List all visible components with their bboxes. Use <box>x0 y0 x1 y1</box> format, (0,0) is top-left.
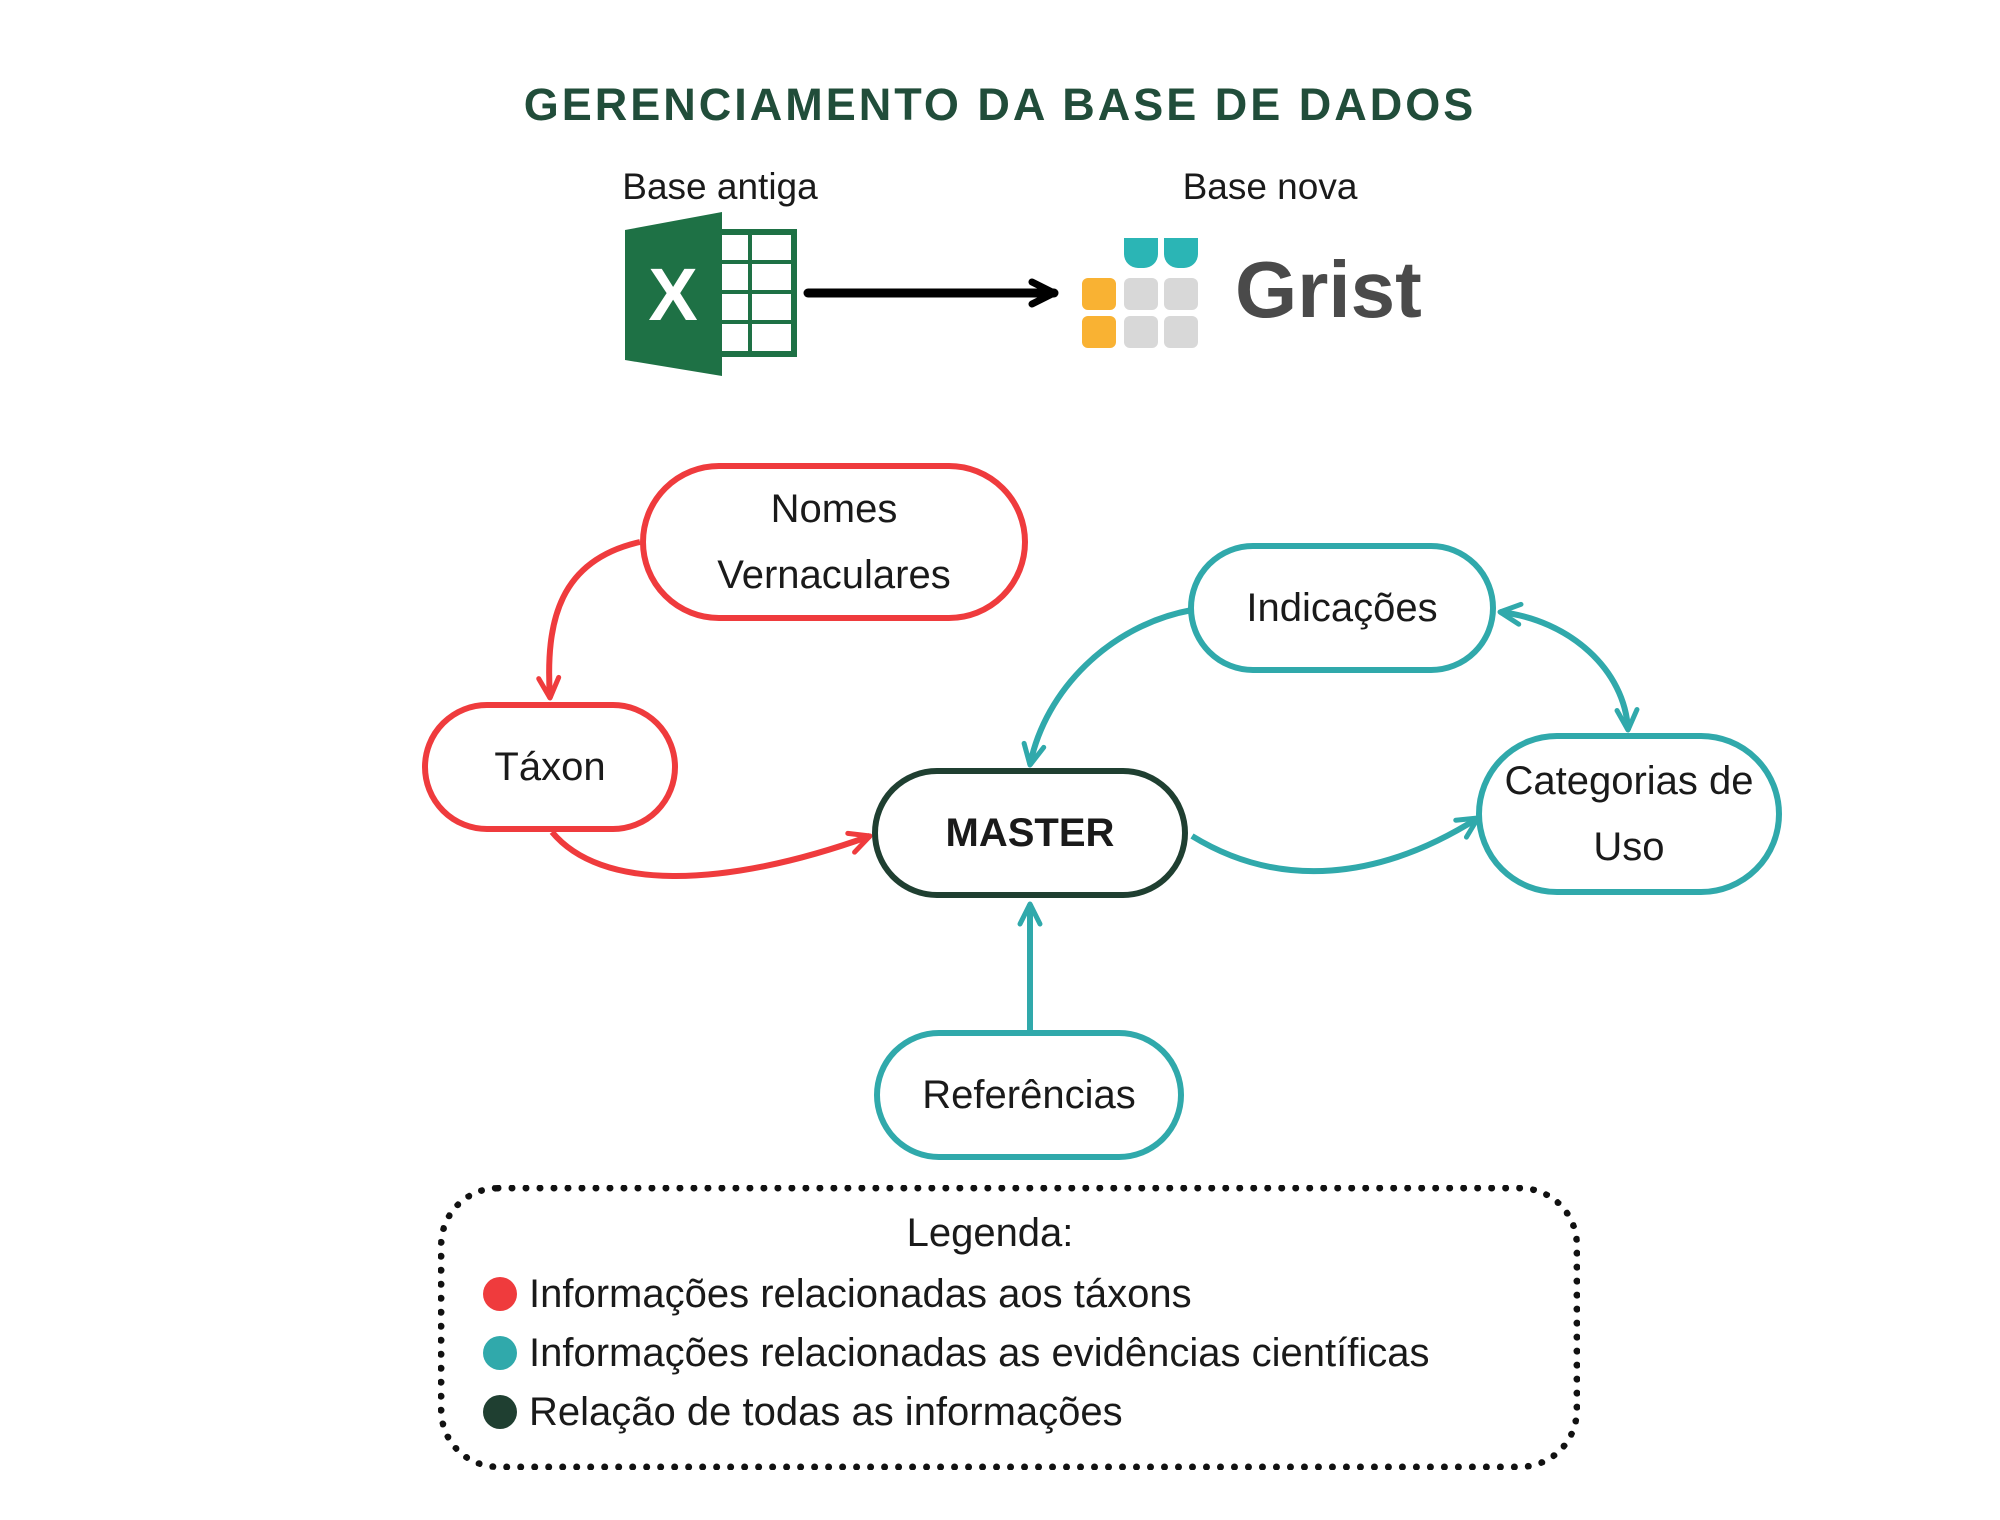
edge-master-to-categorias <box>1190 815 1481 875</box>
legend-box <box>438 1185 1580 1470</box>
legend-dot-teal <box>483 1336 517 1370</box>
legend-item-evidence: Informações relacionadas as evidências c… <box>483 1325 1429 1381</box>
node-nomes-line2: Vernaculares <box>717 553 951 597</box>
node-categorias-line2: Uso <box>1593 825 1665 869</box>
grist-logo-text: Grist <box>1235 245 1422 334</box>
node-nomes-line1: Nomes <box>770 487 898 531</box>
edge-indicacoes-to-master <box>1021 607 1193 768</box>
node-referencias: Referências <box>874 1030 1184 1160</box>
node-master-label: MASTER <box>945 811 1115 855</box>
edge-taxon-to-master <box>549 830 873 879</box>
node-indicacoes: Indicações <box>1188 543 1496 673</box>
legend-item-taxon: Informações relacionadas aos táxons <box>483 1266 1192 1322</box>
node-nomes-vernaculares: Nomes Vernaculares <box>640 463 1028 621</box>
node-master: MASTER <box>872 768 1188 898</box>
legend-item-label: Informações relacionadas aos táxons <box>529 1272 1192 1316</box>
page-title: GERENCIAMENTO DA BASE DE DADOS <box>523 79 1477 130</box>
edge-indicacoes-categorias <box>1497 601 1640 733</box>
legend-title: Legenda: <box>906 1211 1074 1255</box>
legend-item-label: Informações relacionadas as evidências c… <box>529 1331 1430 1375</box>
node-taxon: Táxon <box>422 702 678 832</box>
old-base-label: Base antiga <box>622 166 818 207</box>
new-base-label: Base nova <box>1182 166 1358 207</box>
legend-dot-dark <box>483 1395 517 1429</box>
legend-dot-red <box>483 1277 517 1311</box>
excel-icon: X <box>625 212 797 376</box>
legend-item-label: Relação de todas as informações <box>529 1390 1123 1434</box>
grist-logo-icon <box>1082 238 1198 348</box>
node-categorias-line1: Categorias de <box>1504 759 1754 803</box>
legend-item-master: Relação de todas as informações <box>483 1384 1123 1440</box>
node-indicacoes-label: Indicações <box>1246 586 1438 630</box>
svg-text:X: X <box>648 253 697 336</box>
node-referencias-label: Referências <box>922 1073 1136 1117</box>
node-categorias-de-uso: Categorias de Uso <box>1476 733 1782 895</box>
edge-nomes-to-taxon <box>536 539 641 701</box>
node-taxon-label: Táxon <box>494 745 606 789</box>
